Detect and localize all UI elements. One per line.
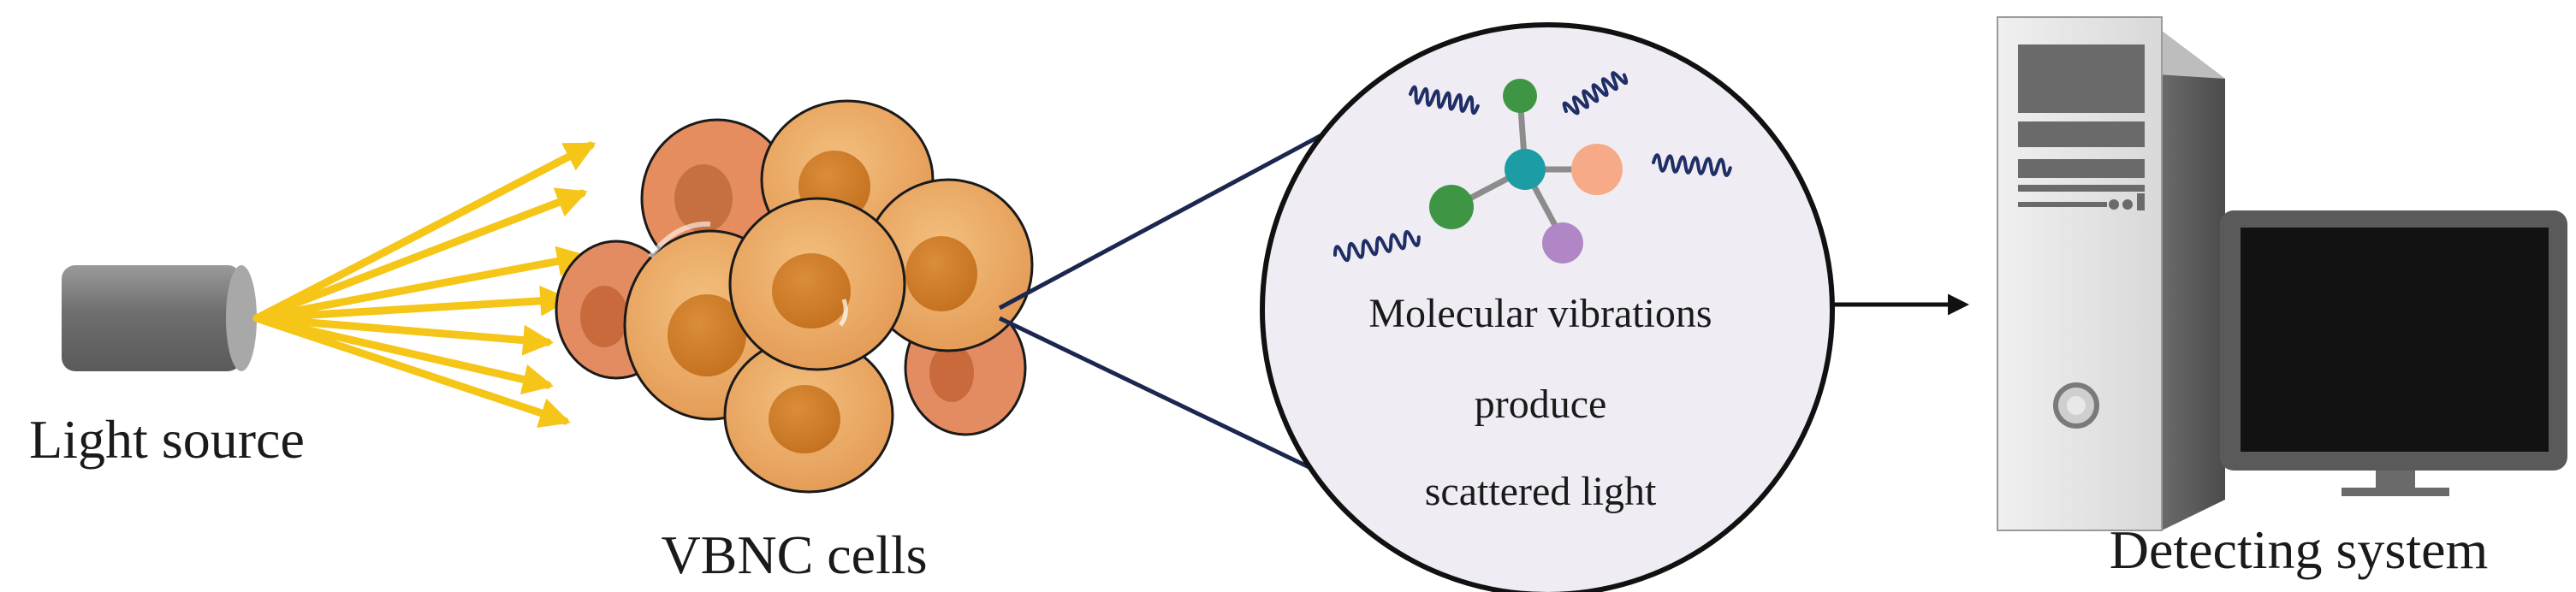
light-beam — [252, 314, 555, 356]
flashlight-icon — [62, 265, 257, 371]
light-wave — [1333, 230, 1421, 263]
light-wave — [1652, 153, 1732, 177]
light-beam — [252, 141, 597, 323]
cell-cluster-icon — [555, 99, 1034, 494]
light-beam — [252, 314, 571, 428]
detecting-system-label: Detecting system — [2110, 519, 2489, 580]
light-beam — [252, 314, 555, 395]
monitor-icon — [2220, 210, 2567, 496]
scattered-light-waves — [1333, 71, 1732, 263]
computer-tower-icon — [1997, 16, 2225, 531]
light-wave — [1409, 85, 1480, 115]
vbnc-cells-label: VBNC cells — [661, 524, 927, 585]
light-beams — [252, 141, 597, 428]
light-wave — [1562, 71, 1629, 115]
molecule-icon — [1429, 79, 1623, 263]
light-beam — [252, 187, 588, 323]
light-beam — [252, 246, 589, 323]
zoom-text-line1: Molecular vibrations — [1368, 291, 1712, 336]
light-source-label: Light source — [29, 409, 305, 470]
zoom-text-line3: scattered light — [1425, 469, 1657, 514]
light-beam — [252, 285, 572, 323]
zoom-text-line2: produce — [1475, 382, 1607, 427]
